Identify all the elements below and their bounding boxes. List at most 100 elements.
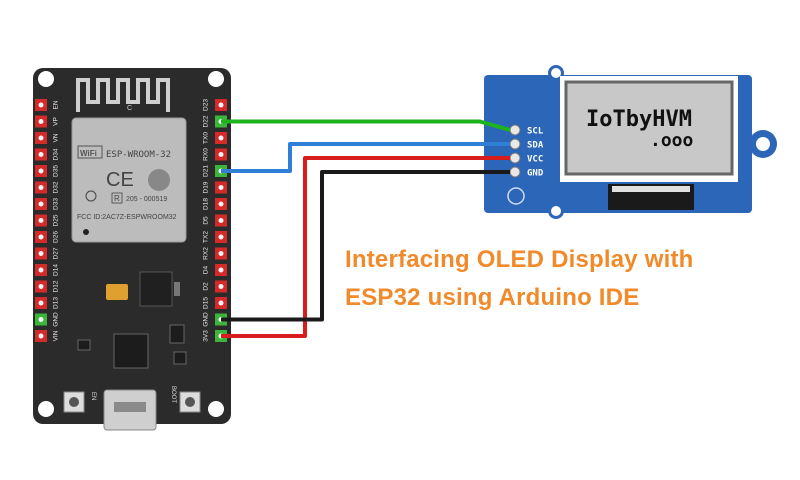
pin-label: D5	[203, 216, 210, 225]
en-button-cap	[69, 397, 79, 407]
pin-hole	[218, 234, 224, 240]
oled-pin-header: SCL SDA VCC GND	[509, 124, 544, 179]
left-pin-header: ENVPVND34D35D32D33D25D26D27D14D12D13GNDV…	[35, 99, 60, 342]
pin-hole	[218, 135, 224, 141]
pin-label: D33	[53, 198, 60, 210]
cert-code: 205 - 000519	[126, 196, 167, 203]
mounting-hole	[208, 71, 224, 87]
pin-hole	[218, 102, 224, 108]
pin-hole	[38, 135, 44, 141]
small-chip	[173, 351, 187, 365]
capacitor	[106, 284, 128, 300]
regulator-chip	[139, 271, 173, 307]
small-chip	[77, 339, 91, 351]
caption-line-2: ESP32 using Arduino IDE	[345, 284, 640, 311]
en-button-label: EN	[90, 392, 96, 400]
oled-mount-hole-inner	[756, 137, 770, 151]
oled-screen-text-2: .ooo	[650, 130, 693, 151]
pin-label: VN	[53, 133, 60, 142]
pin-hole	[218, 185, 224, 190]
oled-screen	[564, 80, 734, 176]
pin-hole	[38, 251, 44, 256]
wroom-module	[71, 117, 187, 243]
recycle-icon	[85, 190, 97, 202]
pin-hole	[38, 317, 44, 322]
pin-label: RX0	[203, 148, 210, 161]
pin-label: GND	[53, 312, 60, 327]
pin-hole	[218, 201, 224, 207]
pin-hole	[218, 218, 224, 223]
pin-label: RX2	[203, 247, 210, 260]
ce-mark: CE	[106, 169, 134, 191]
pin-label: D12	[53, 280, 60, 292]
pin-label: D25	[53, 214, 60, 226]
pin-hole	[38, 333, 44, 339]
pin-hole	[38, 201, 44, 207]
pin-hole	[218, 251, 224, 256]
pin-label: D2	[203, 282, 210, 291]
wifi-logo-box	[77, 145, 103, 159]
pin-hole	[38, 267, 44, 273]
oled-logo-icon	[507, 187, 525, 205]
small-chip	[169, 324, 185, 344]
oled-pin-label: SCL	[527, 127, 544, 137]
pin-label: D23	[203, 99, 210, 111]
pin-hole	[38, 102, 44, 108]
pin-hole	[38, 300, 44, 306]
oled-pin-pad	[509, 152, 521, 164]
wires	[221, 119, 511, 338]
pin-hole	[218, 300, 224, 306]
wire-gnd-to-gnd	[221, 170, 510, 322]
wire-3v3-to-vcc	[221, 156, 510, 338]
oled-pin-label: SDA	[527, 141, 544, 151]
pin-hole	[38, 234, 44, 240]
antenna-c-label: C	[127, 105, 132, 112]
pin-hole	[38, 218, 44, 223]
mounting-hole	[38, 401, 54, 417]
oled-pin-pad	[509, 138, 521, 150]
oled-pin-pad	[509, 124, 521, 136]
oled-pin-label: GND	[527, 169, 544, 179]
pin-label: D18	[203, 198, 210, 210]
pin-label: EN	[53, 100, 60, 109]
pin-label: D34	[53, 148, 60, 160]
fcc-id: FCC ID:2AC7Z-ESPWROOM32	[77, 214, 177, 221]
pin-hole	[38, 119, 44, 124]
pin-hole	[218, 152, 224, 157]
pin-label: D35	[53, 165, 60, 177]
usb-uart-chip	[113, 333, 149, 369]
pin-label: D21	[203, 165, 210, 177]
pin-hole	[218, 284, 224, 289]
pin-label: D13	[53, 297, 60, 309]
pin-label: D22	[203, 115, 210, 127]
wire-d22-to-scl	[221, 119, 511, 132]
wifi-logo: WiFi	[80, 149, 97, 158]
pin-label: D4	[203, 265, 210, 274]
pin-label: VP	[53, 117, 60, 126]
pin-label: D19	[203, 181, 210, 193]
pin-label: GND	[203, 312, 210, 327]
pin-label: D26	[53, 231, 60, 243]
wire-d21-to-sda	[221, 142, 510, 173]
micro-usb-opening	[114, 402, 146, 412]
oled-pin-pad	[509, 166, 521, 178]
oled-pin-label: VCC	[527, 155, 543, 165]
regulator-tab	[174, 282, 180, 296]
pin-hole	[38, 168, 44, 174]
oled-mount-hole-inner	[551, 68, 561, 78]
oled-ribbon-strip	[612, 186, 690, 192]
pin-hole	[38, 185, 44, 190]
pin-hole	[38, 284, 44, 289]
pin-label: D32	[53, 181, 60, 193]
antenna-trace	[76, 78, 170, 112]
pin-hole	[218, 267, 224, 273]
pin-label: TX2	[203, 231, 210, 243]
boot-button-cap	[185, 397, 195, 407]
r-mark-box	[111, 192, 123, 204]
r-mark: R	[114, 194, 120, 203]
pin1-dot	[83, 229, 89, 235]
pin-label: 3V3	[203, 330, 210, 342]
pin-label: VIN	[53, 330, 60, 341]
oled-screen-text-1: IoTbyHVM	[586, 107, 692, 132]
